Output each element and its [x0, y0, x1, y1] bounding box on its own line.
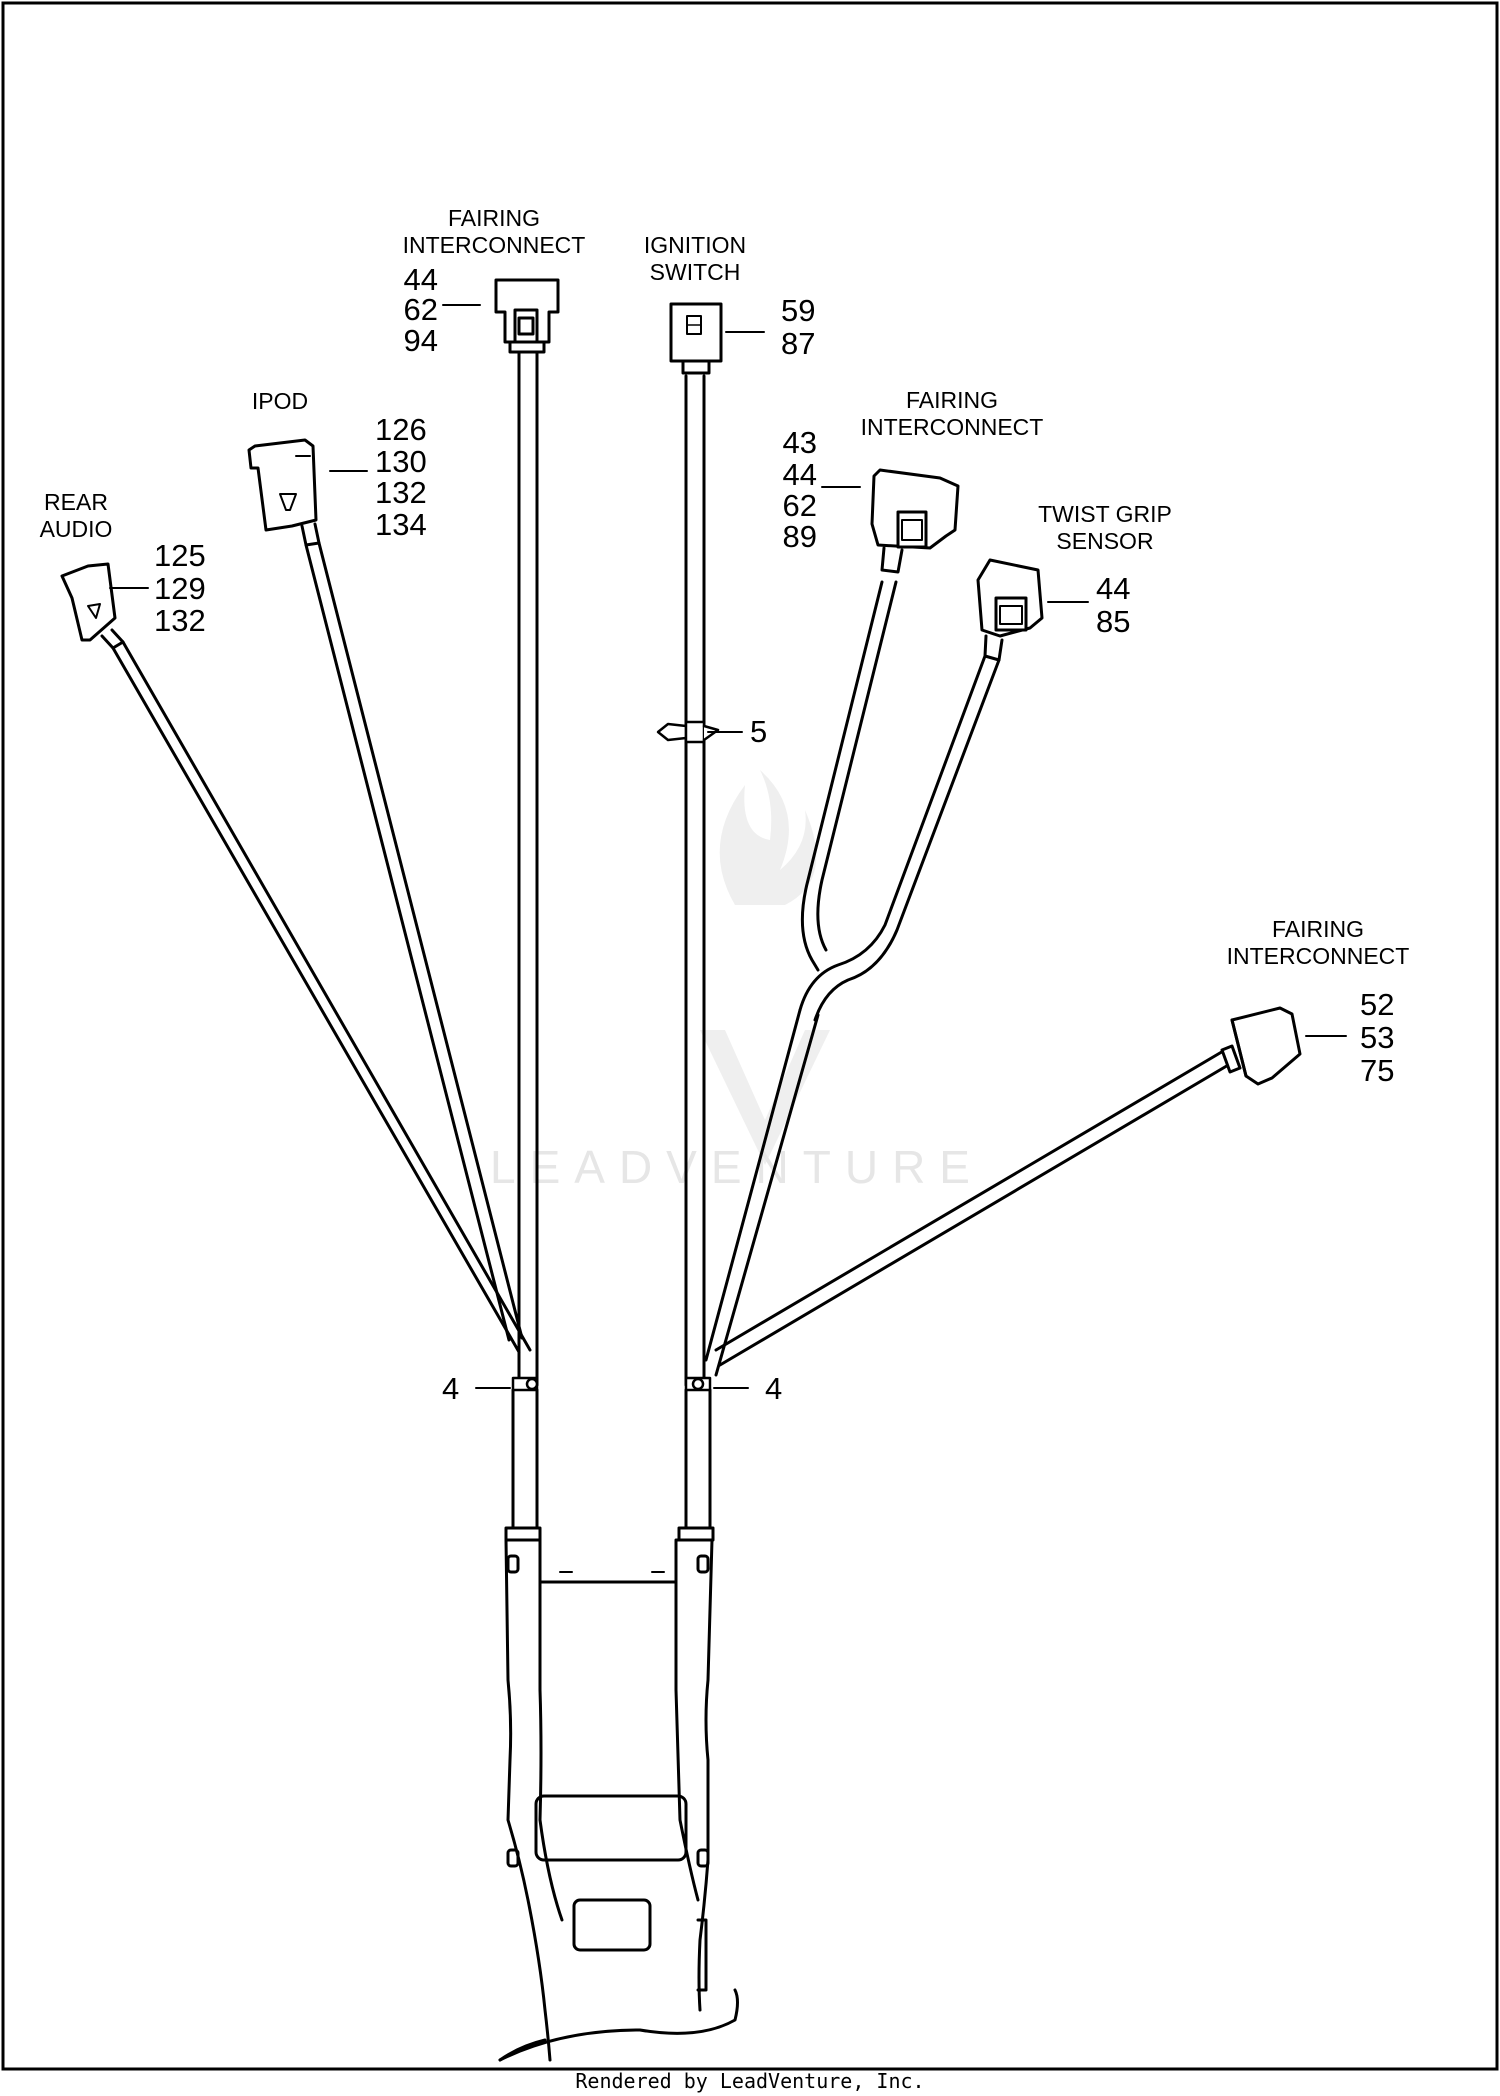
parts-fairing-top: 44 62 94: [404, 262, 438, 358]
svg-text:INTERCONNECT: INTERCONNECT: [861, 414, 1044, 440]
svg-text:44: 44: [783, 457, 817, 492]
label-ignition: IGNITION SWITCH: [644, 232, 746, 285]
svg-text:125: 125: [154, 538, 206, 573]
callout-tie-left: 4: [442, 1371, 459, 1406]
svg-text:62: 62: [404, 292, 438, 327]
connector-rear-audio: [60, 562, 125, 650]
callout-tie-right: 4: [765, 1371, 782, 1406]
svg-text:75: 75: [1360, 1053, 1394, 1088]
svg-text:SWITCH: SWITCH: [650, 259, 741, 285]
parts-fairing-mid: 43 44 62 89: [783, 425, 817, 554]
svg-text:44: 44: [1096, 571, 1130, 606]
label-ipod: IPOD: [252, 388, 308, 414]
svg-text:129: 129: [154, 571, 206, 606]
footer-credit: Rendered by LeadVenture, Inc.: [575, 2069, 924, 2093]
wire-twist-grip: [798, 654, 1001, 1022]
label-fairing-mid: FAIRING INTERCONNECT: [861, 387, 1044, 440]
parts-fairing-right: 52 53 75: [1360, 987, 1394, 1088]
svg-text:INTERCONNECT: INTERCONNECT: [1227, 943, 1410, 969]
svg-text:44: 44: [404, 262, 438, 297]
wire-clip: [656, 720, 720, 744]
svg-text:FAIRING: FAIRING: [448, 205, 540, 231]
connector-ipod: [247, 438, 321, 547]
svg-text:SENSOR: SENSOR: [1056, 528, 1153, 554]
label-twist-grip: TWIST GRIP SENSOR: [1038, 501, 1172, 554]
wire-ipod: [304, 541, 524, 1342]
wire-merged-right: [704, 1008, 820, 1377]
wire-fairing-mid: [800, 580, 898, 972]
wire-rear-audio: [111, 640, 532, 1354]
parts-twist-grip: 44 85: [1096, 571, 1130, 639]
wire-ignition: [684, 374, 706, 1387]
watermark: LEADVENTURE: [490, 770, 984, 1193]
svg-text:94: 94: [404, 323, 438, 358]
connector-ignition-switch: [669, 302, 723, 375]
label-rear-audio: REAR AUDIO: [40, 489, 113, 542]
svg-text:126: 126: [375, 412, 427, 447]
svg-text:62: 62: [783, 488, 817, 523]
svg-text:132: 132: [375, 475, 427, 510]
svg-text:130: 130: [375, 444, 427, 479]
svg-text:IPOD: IPOD: [252, 388, 308, 414]
svg-text:INTERCONNECT: INTERCONNECT: [403, 232, 586, 258]
wire-fairing-top: [517, 374, 539, 1387]
wire-right-lower: [684, 1388, 712, 1537]
svg-text:132: 132: [154, 603, 206, 638]
parts-rear-audio: 125 129 132: [154, 538, 206, 638]
wire-left-lower: [511, 1388, 539, 1537]
svg-text:85: 85: [1096, 604, 1130, 639]
svg-text:TWIST GRIP: TWIST GRIP: [1038, 501, 1172, 527]
watermark-text: LEADVENTURE: [490, 1141, 984, 1193]
svg-text:87: 87: [781, 326, 815, 361]
connector-fairing-right: [1220, 1006, 1302, 1086]
svg-text:134: 134: [375, 507, 427, 542]
svg-text:53: 53: [1360, 1020, 1394, 1055]
svg-text:52: 52: [1360, 987, 1394, 1022]
wire-fairing-right: [714, 1048, 1232, 1367]
svg-text:43: 43: [783, 425, 817, 460]
svg-text:89: 89: [783, 519, 817, 554]
svg-text:AUDIO: AUDIO: [40, 516, 113, 542]
svg-text:IGNITION: IGNITION: [644, 232, 746, 258]
connector-twist-grip: [976, 558, 1044, 662]
callout-clip: 5: [750, 714, 767, 749]
connector-fairing-mid: [870, 468, 960, 574]
parts-ignition: 59 87: [781, 293, 815, 361]
leader-lines: [109, 304, 1347, 1389]
cable-tie-left: [511, 1376, 539, 1392]
svg-text:59: 59: [781, 293, 815, 328]
bracket-body: [498, 1526, 739, 2062]
svg-text:FAIRING: FAIRING: [1272, 916, 1364, 942]
svg-text:FAIRING: FAIRING: [906, 387, 998, 413]
connector-fairing-top: [494, 278, 560, 378]
cable-tie-right: [684, 1376, 712, 1392]
svg-text:REAR: REAR: [44, 489, 108, 515]
label-fairing-right: FAIRING INTERCONNECT: [1227, 916, 1410, 969]
label-fairing-top: FAIRING INTERCONNECT: [403, 205, 586, 258]
parts-ipod: 126 130 132 134: [375, 412, 427, 542]
